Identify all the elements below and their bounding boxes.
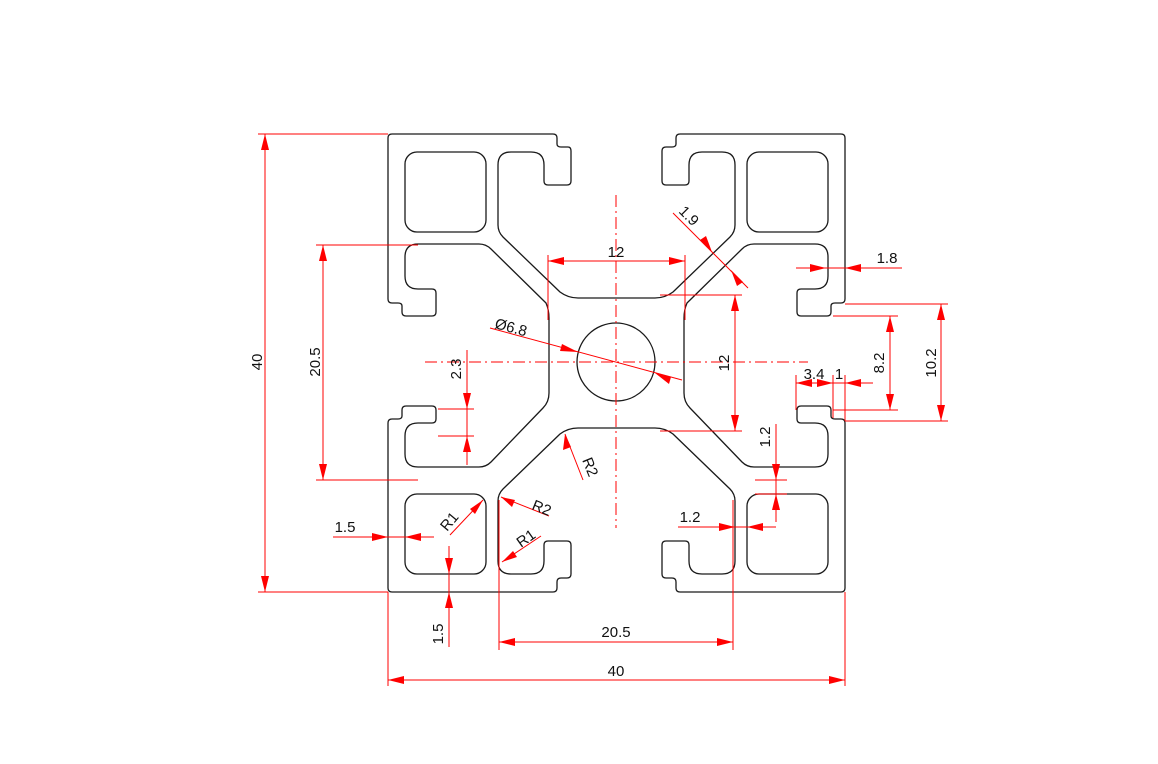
label-overall-width: 40 <box>608 663 625 680</box>
label-wall-left: 1.5 <box>335 519 356 536</box>
label-center-hole: Ø6.8 <box>493 315 529 340</box>
label-overall-height: 40 <box>249 354 266 371</box>
dim-overall-height: 40 <box>249 133 388 593</box>
label-radius-web: R2 <box>530 497 554 520</box>
dim-radius-slot: R1 <box>501 526 542 563</box>
dim-slot-lip-depth: 2.3 <box>438 350 474 465</box>
dimensions: 40 20.5 40 20.5 <box>249 133 948 686</box>
label-cavity-wall-vertical: 1.2 <box>757 427 774 448</box>
cavity-bottom-right <box>746 493 829 575</box>
dim-core-height: 12 <box>660 294 742 432</box>
label-web-thickness: 1.9 <box>675 203 702 230</box>
label-slot-opening-inner: 8.2 <box>871 353 888 374</box>
dim-slot-pitch-vertical: 20.5 <box>307 244 418 481</box>
label-slot-lip-depth: 2.3 <box>448 359 465 380</box>
label-slot-lip: 1.8 <box>877 250 898 267</box>
label-radius-cavity: R1 <box>437 509 462 535</box>
dim-radius-web: R2 <box>500 496 554 520</box>
dim-slot-depth: 3.4 1 <box>795 366 873 421</box>
label-radius-core: R2 <box>578 455 601 479</box>
dim-web-thickness: 1.9 <box>672 203 749 289</box>
dim-wall-bottom: 1.5 <box>430 546 453 647</box>
center-lines <box>425 195 808 528</box>
cavity-bottom-left <box>404 493 487 575</box>
cavity-top-left <box>404 151 487 233</box>
profile-outline <box>387 133 846 593</box>
label-slot-depth-step: 3.4 <box>804 366 825 383</box>
outer-boundary <box>387 133 846 593</box>
dim-cavity-wall-vertical: 1.2 <box>755 424 787 522</box>
label-core-width: 12 <box>608 244 625 261</box>
dim-overall-width: 40 <box>387 592 846 686</box>
dim-slot-opening-outer: 10.2 <box>845 303 948 422</box>
label-slot-pitch-vertical: 20.5 <box>307 347 324 376</box>
label-wall-bottom: 1.5 <box>430 624 447 645</box>
label-slot-pitch-horizontal: 20.5 <box>601 624 630 641</box>
dim-wall-left: 1.5 <box>333 519 434 541</box>
label-slot-opening-outer: 10.2 <box>923 348 940 377</box>
dim-slot-pitch-horizontal: 20.5 <box>498 500 734 650</box>
dim-slot-opening-inner: 8.2 <box>833 315 898 411</box>
label-core-height: 12 <box>716 355 733 372</box>
label-cavity-wall-horizontal: 1.2 <box>680 509 701 526</box>
dim-radius-core: R2 <box>563 433 601 481</box>
dim-radius-cavity: R1 <box>437 499 484 536</box>
dim-core-width: 12 <box>547 244 686 320</box>
dim-slot-lip: 1.8 <box>796 250 902 272</box>
cavity-top-right <box>746 151 829 233</box>
dim-cavity-wall-horizontal: 1.2 <box>678 509 776 531</box>
label-slot-lip-offset: 1 <box>835 366 843 383</box>
label-radius-slot: R1 <box>514 526 539 551</box>
